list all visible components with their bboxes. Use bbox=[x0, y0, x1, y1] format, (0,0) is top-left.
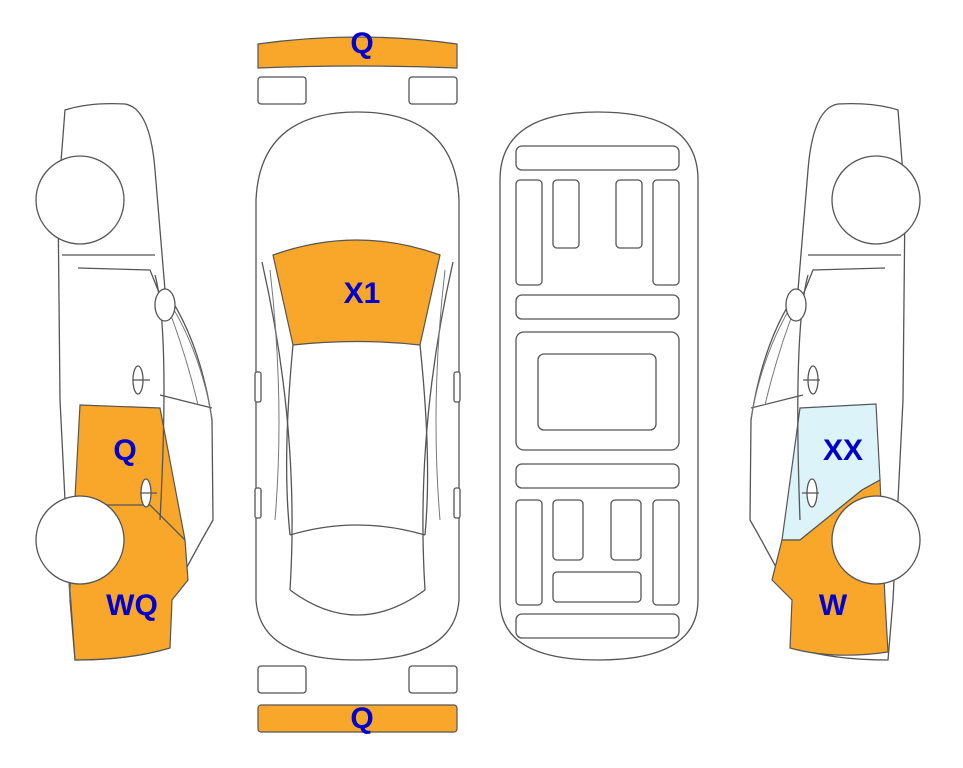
rear-bumper-label: Q bbox=[350, 702, 373, 735]
right-front-fender-label: W bbox=[819, 589, 848, 622]
left-front-fender-damage bbox=[69, 404, 189, 661]
right-side-view: XX W bbox=[749, 102, 921, 661]
hood-label: X1 bbox=[344, 277, 381, 310]
left-front-fender-label: WQ bbox=[106, 589, 158, 622]
front-bumper-damage bbox=[257, 36, 458, 69]
top-view: Q X1 Q bbox=[254, 27, 461, 735]
hood-damage bbox=[272, 239, 441, 346]
rear-bumper-damage bbox=[257, 704, 458, 733]
left-side-view: Q WQ bbox=[35, 102, 214, 661]
left-front-door-label: Q bbox=[113, 434, 136, 467]
underbody-view bbox=[499, 111, 699, 661]
right-front-door-label: XX bbox=[823, 434, 863, 467]
front-bumper-label: Q bbox=[350, 27, 373, 60]
